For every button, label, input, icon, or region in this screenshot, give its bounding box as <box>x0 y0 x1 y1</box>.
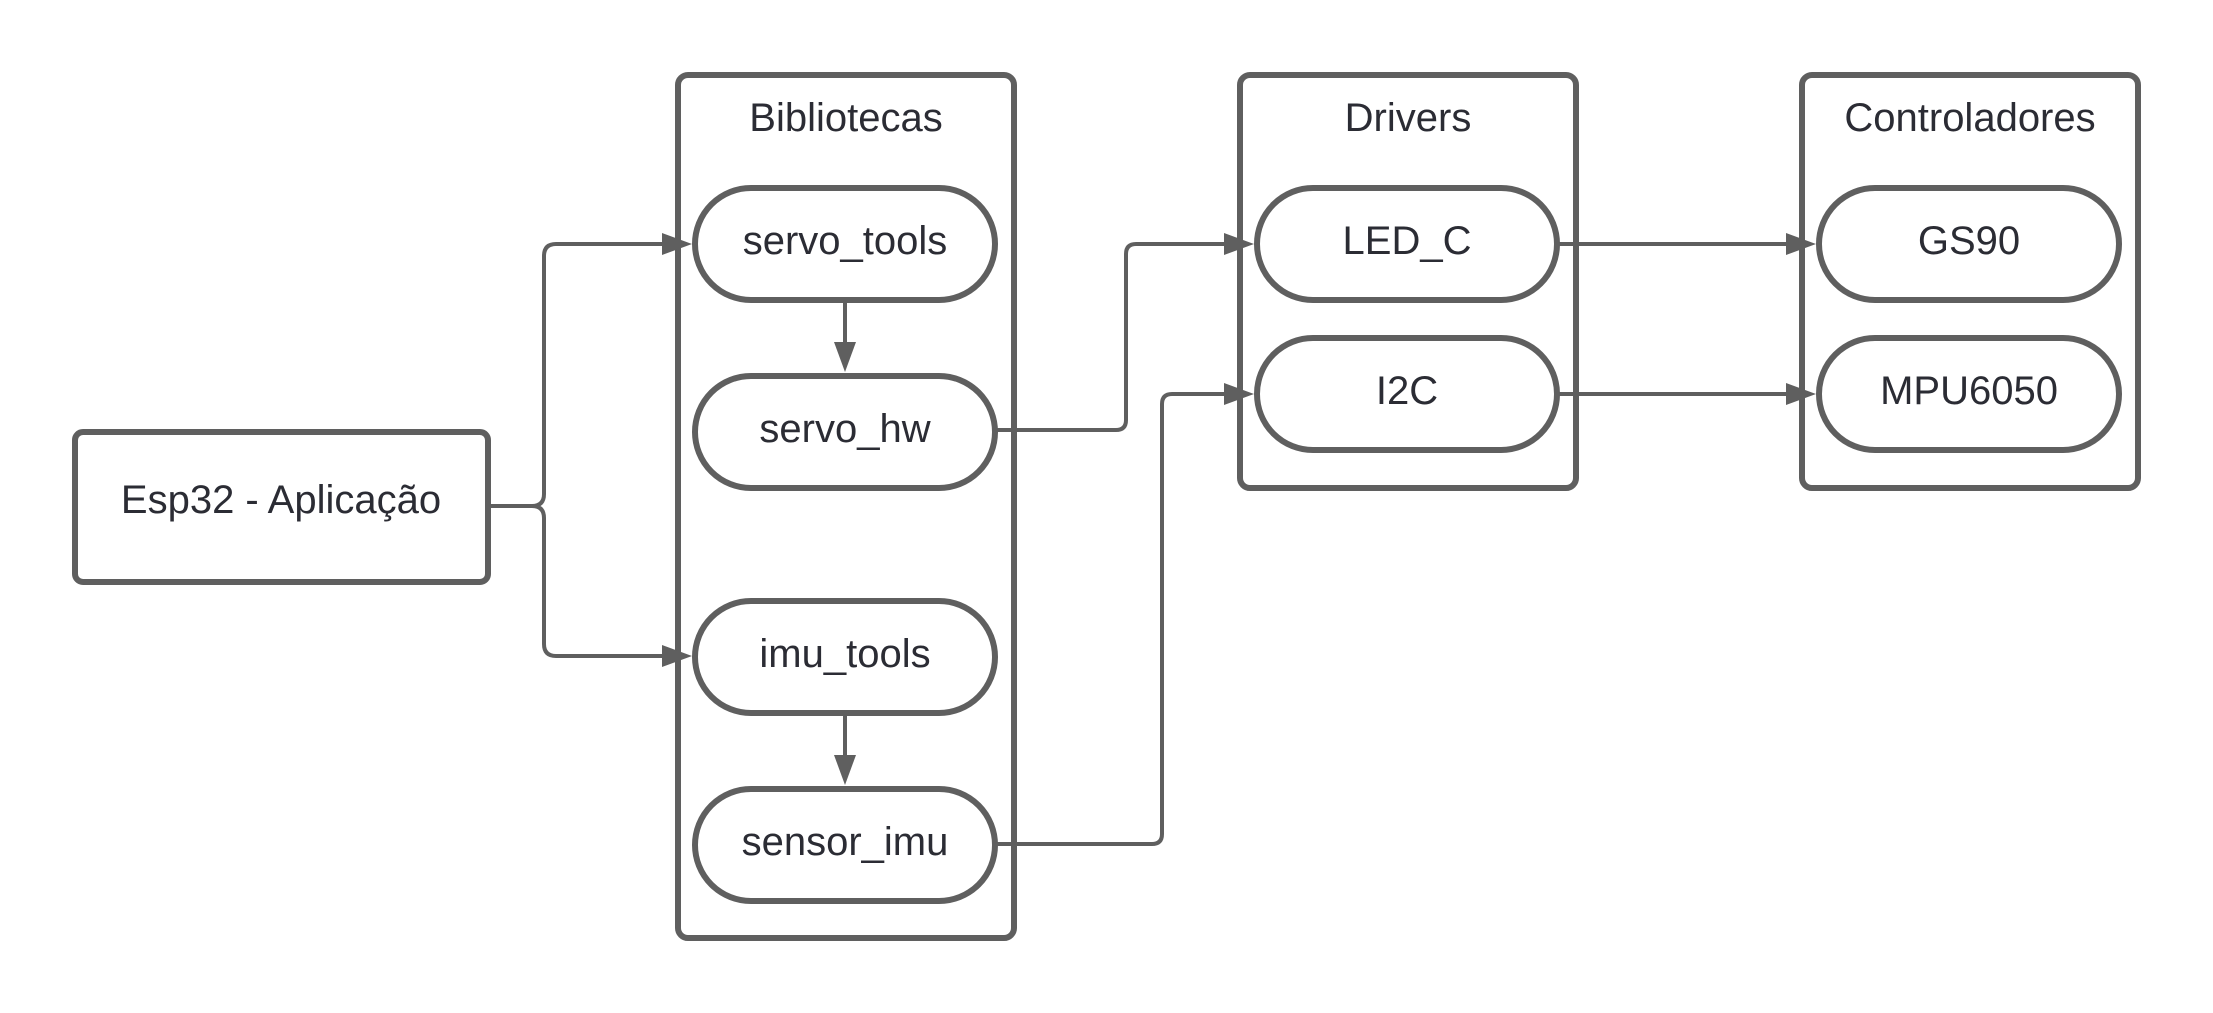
node-servo-tools <box>692 185 998 303</box>
node-mpu6050 <box>1816 335 2122 453</box>
node-servo-hw <box>692 373 998 491</box>
arrowhead-led-c <box>1224 233 1254 255</box>
arrowhead-imu-tools <box>662 645 692 667</box>
group-drivers <box>1237 72 1579 491</box>
arrowhead-gs90 <box>1786 233 1816 255</box>
edge-app-to-imu-tools <box>488 504 670 658</box>
node-sensor-imu-label: sensor_imu <box>742 820 949 864</box>
node-imu-tools-label: imu_tools <box>759 632 930 676</box>
arrowhead-i2c <box>1224 383 1254 405</box>
node-gs90-label: GS90 <box>1918 219 2020 263</box>
arrowheads <box>662 233 1816 785</box>
arrowhead-servo-hw <box>834 342 856 372</box>
arrowhead-sensor-imu <box>834 755 856 785</box>
edge-sensor-imu-to-i2c <box>996 392 1232 846</box>
group-title-drivers: Drivers <box>1345 96 1472 140</box>
node-led-c-label: LED_C <box>1343 219 1472 263</box>
node-servo-hw-label: servo_hw <box>759 407 930 451</box>
node-gs90 <box>1816 185 2122 303</box>
node-i2c <box>1254 335 1560 453</box>
group-bibliotecas <box>675 72 1017 941</box>
node-app-label: Esp32 - Aplicação <box>121 478 441 522</box>
group-title-controladores: Controladores <box>1844 96 2095 140</box>
node-imu-tools <box>692 598 998 716</box>
node-mpu6050-label: MPU6050 <box>1880 369 2058 413</box>
arrowhead-mpu6050 <box>1786 383 1816 405</box>
group-controladores <box>1799 72 2141 491</box>
node-led-c <box>1254 185 1560 303</box>
arrowhead-servo-tools <box>662 233 692 255</box>
node-sensor-imu <box>692 786 998 904</box>
node-app <box>72 429 491 585</box>
edge-servo-hw-to-led-c <box>996 242 1232 432</box>
connectors <box>488 242 1794 846</box>
edge-app-to-servo-tools <box>488 242 670 508</box>
node-servo-tools-label: servo_tools <box>743 219 948 263</box>
group-title-bibliotecas: Bibliotecas <box>749 96 942 140</box>
node-i2c-label: I2C <box>1376 369 1438 413</box>
